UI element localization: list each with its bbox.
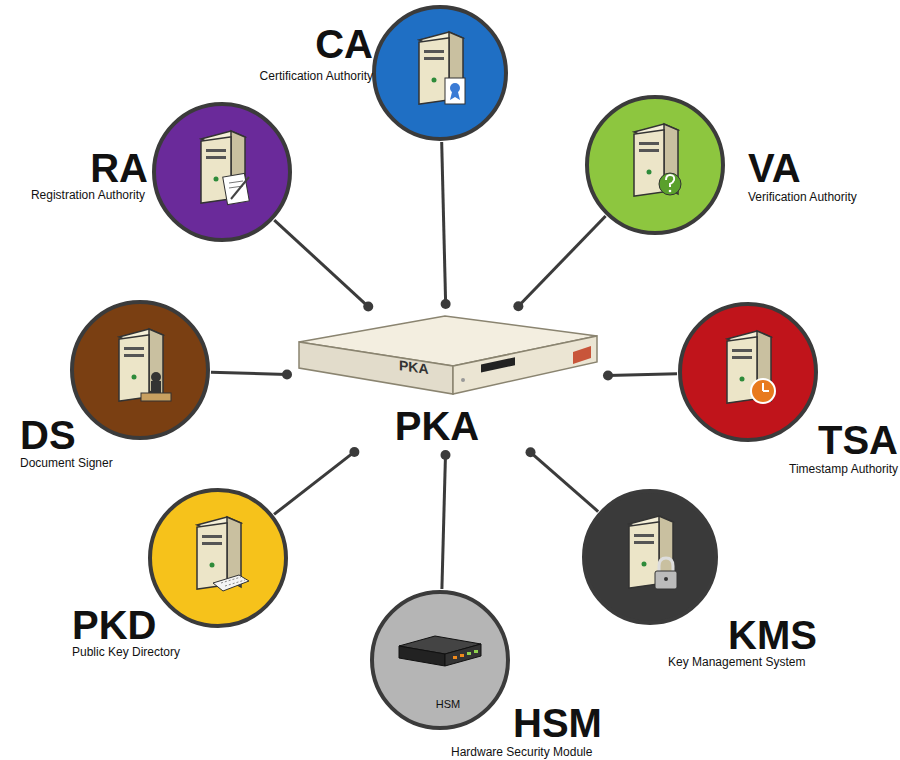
node-subtitle: Hardware Security Module	[451, 746, 592, 759]
node-subtitle: Public Key Directory	[72, 646, 180, 659]
connector	[440, 450, 450, 589]
service-circle: TSATimestamp Authority	[678, 302, 818, 442]
connector-line	[608, 374, 677, 376]
node-subtitle: Registration Authority	[31, 189, 145, 202]
server-icon	[187, 127, 257, 217]
connector	[274, 220, 373, 312]
service-circle: RARegistration Authority	[152, 102, 292, 242]
server-icon	[615, 512, 685, 602]
node-subtitle: Certification Authority	[260, 70, 373, 83]
hsm-illustration	[395, 632, 485, 672]
appliance-node: PKAPKA	[295, 312, 600, 447]
connector-line	[442, 142, 446, 304]
node-title: HSM	[513, 701, 602, 745]
node-subtitle: Document Signer	[20, 457, 113, 470]
node-title: PKD	[72, 603, 156, 647]
connector-line	[274, 452, 354, 514]
server-icon	[620, 120, 690, 210]
service-circle: KMSKey Management System	[582, 489, 718, 625]
connector-line	[518, 216, 605, 306]
node-title: PKA	[395, 404, 479, 448]
service-circle: CACertification Authority	[372, 5, 508, 141]
connector	[526, 447, 599, 511]
connector-dot	[603, 370, 613, 380]
node-subtitle: Verification Authority	[748, 191, 857, 204]
device-label: HSM	[436, 698, 460, 710]
node-title: DS	[20, 413, 76, 457]
connector-dot	[440, 450, 450, 460]
server-icon	[405, 28, 475, 118]
connector	[441, 142, 451, 309]
node-title: TSA	[818, 418, 898, 462]
connector-dot	[282, 370, 292, 380]
node-title: KMS	[728, 613, 817, 657]
node-title: VA	[748, 146, 801, 190]
server-icon	[713, 327, 783, 417]
node-subtitle: Timestamp Authority	[789, 463, 898, 476]
connector-line	[274, 220, 368, 307]
connector-dot	[363, 302, 373, 312]
service-circle: DSDocument Signer	[70, 300, 210, 440]
service-circle: PKDPublic Key Directory	[148, 488, 288, 628]
connector-dot	[441, 299, 451, 309]
connector	[513, 216, 605, 311]
connector	[211, 370, 292, 380]
connector-line	[531, 452, 599, 511]
connector-dot	[513, 301, 523, 311]
node-subtitle: Key Management System	[668, 656, 805, 669]
connector-line	[442, 455, 446, 589]
connector-line	[211, 372, 287, 374]
connector	[603, 370, 677, 380]
appliance-illustration	[295, 312, 600, 402]
server-icon	[183, 513, 253, 603]
service-circle: VAVerification Authority	[585, 95, 725, 235]
node-title: RA	[90, 146, 148, 190]
connector-dot	[349, 447, 359, 457]
node-title: CA	[315, 22, 373, 66]
service-circle: HSMHSMHardware Security Module	[370, 590, 510, 730]
connector	[274, 447, 359, 514]
server-icon	[105, 325, 175, 415]
connector-dot	[526, 447, 536, 457]
